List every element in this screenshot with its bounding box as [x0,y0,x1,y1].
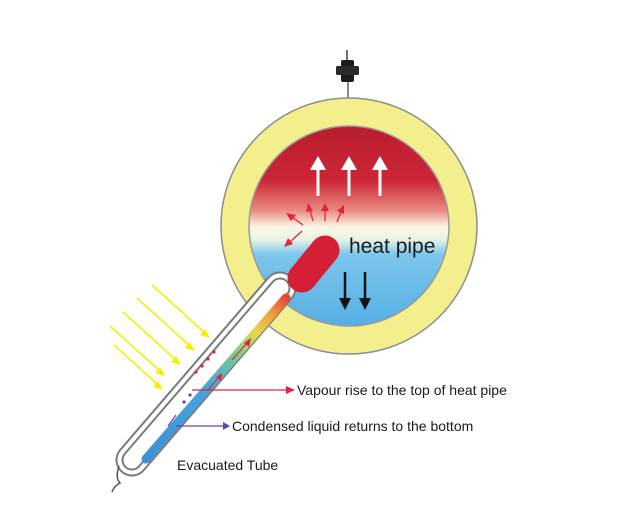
condensed-callout-line [176,422,230,430]
vapour-label: Vapour rise to the top of heat pipe [297,382,507,398]
heat-pipe-inner [141,293,291,464]
sun-rays-icon [109,284,210,390]
hot-water-rise-arrows-icon [310,156,388,196]
heat-release-arrows-icon [284,203,344,247]
heat-pipe-condenser-bulb [287,235,340,293]
condensed-label: Condensed liquid returns to the bottom [232,418,473,434]
pipe-flow-arrows-icon [167,338,251,427]
evacuated-tube [111,271,297,493]
vapour-callout-line [192,386,295,394]
evacuated-tube-label: Evacuated Tube [177,457,278,473]
heat-pipe-label: heat pipe [349,235,435,258]
cold-water-sink-arrows-icon [339,272,371,310]
